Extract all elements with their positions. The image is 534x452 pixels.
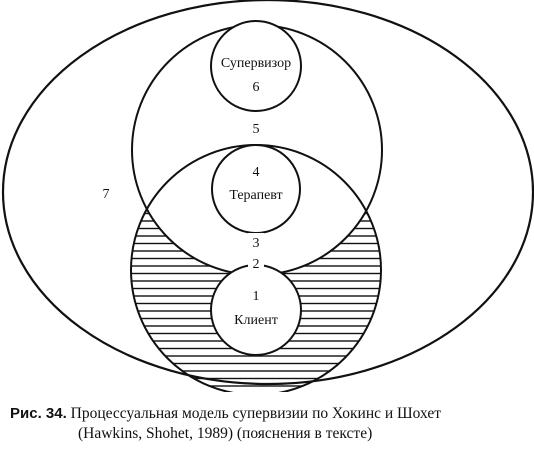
supervisor-circle	[210, 20, 302, 112]
zone-1-number: 1	[253, 289, 260, 304]
zone-4-label: Терапевт	[229, 188, 282, 203]
zone-1-label: Клиент	[234, 313, 278, 328]
caption-line-2: (Hawkins, Shohet, 1989) (пояснения в тек…	[78, 425, 373, 442]
figure-caption: Рис. 34. Процессуальная модель супервизи…	[10, 404, 530, 444]
zone-3-number: 3	[253, 236, 260, 251]
supervision-model-diagram: Супервизор 6 5 4 Терапевт 3 2 1 Клиент 7	[1, 0, 534, 392]
zone-5-number: 5	[253, 122, 260, 137]
zone-6-label: Супервизор	[221, 56, 291, 71]
hatched-therapy-region	[131, 145, 381, 392]
zone-2-label-bg	[248, 254, 264, 270]
figure-label: Рис. 34.	[10, 405, 67, 422]
caption-title: Процессуальная модель супервизии по Хоки…	[70, 405, 442, 422]
zone-6-number: 6	[253, 80, 260, 95]
zone-3-label-bg	[248, 233, 264, 249]
caption-line-1: Рис. 34. Процессуальная модель супервизи…	[10, 404, 530, 424]
zone-7-number: 7	[103, 187, 110, 202]
client-circle	[210, 264, 302, 356]
zone-4-number: 4	[253, 165, 260, 180]
zone-2-number: 2	[253, 257, 260, 272]
